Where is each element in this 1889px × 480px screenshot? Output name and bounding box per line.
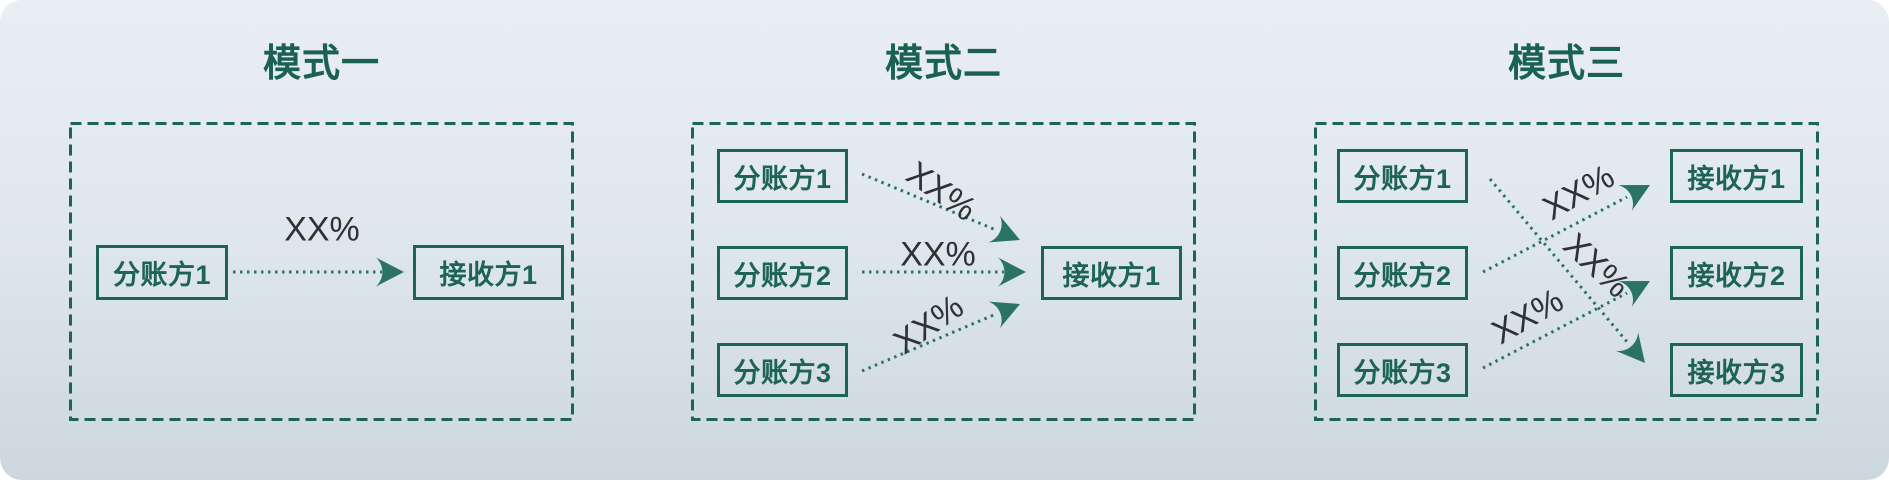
p1-receiver-box-1: 接收方1 xyxy=(413,245,564,300)
arrow-p2-sender2-to-receiver1 xyxy=(862,257,1026,287)
p3-receiver-box-1: 接收方1 xyxy=(1670,149,1803,203)
panel1-frame xyxy=(69,122,574,421)
panel3-frame xyxy=(1314,122,1819,421)
p1-sender-box-1: 分账方1 xyxy=(96,245,228,300)
p1-flow1-percent-label: XX% xyxy=(284,210,360,249)
arrow-p1-sender1-to-receiver1 xyxy=(233,257,404,287)
p2-sender-box-2: 分账方2 xyxy=(717,246,848,300)
panel1-title: 模式一 xyxy=(262,43,380,85)
panel3-title: 模式三 xyxy=(1507,43,1625,85)
p2-sender-box-3: 分账方3 xyxy=(717,343,848,397)
p2-flow2-percent-label: XX% xyxy=(900,235,976,274)
p3-receiver-box-2: 接收方2 xyxy=(1670,246,1803,300)
panel2-frame xyxy=(691,122,1196,421)
arrow-p3-sender2-to-receiver1 xyxy=(1482,172,1657,274)
p2-sender-box-1: 分账方1 xyxy=(717,149,848,203)
arrow-p3-sender1-to-receiver3 xyxy=(1488,178,1657,373)
p3-receiver-box-3: 接收方3 xyxy=(1670,343,1803,397)
p3-sender-box-2: 分账方2 xyxy=(1337,246,1468,300)
p3-sender-box-3: 分账方3 xyxy=(1337,343,1468,397)
arrow-p3-sender3-to-receiver2 xyxy=(1482,268,1657,370)
p2-receiver-box-1: 接收方1 xyxy=(1041,246,1182,300)
arrow-p2-sender3-to-receiver1 xyxy=(861,290,1026,373)
panel2-title: 模式二 xyxy=(884,43,1002,85)
arrow-p2-sender1-to-receiver1 xyxy=(861,172,1026,254)
p3-sender-box-1: 分账方1 xyxy=(1337,149,1468,203)
